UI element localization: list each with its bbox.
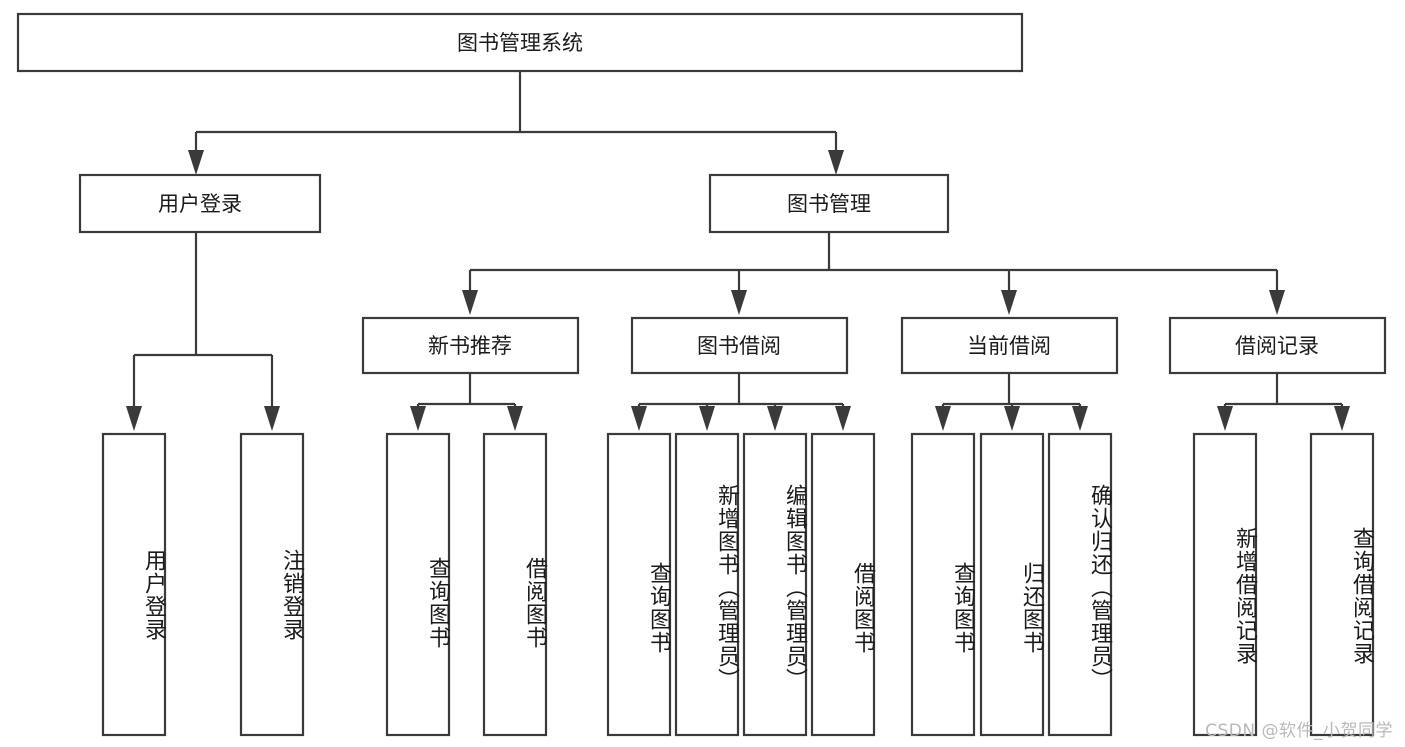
- connector-new-book-rec-bus: [416, 373, 517, 412]
- csdn-watermark: CSDN @软件_小贺同学: [1205, 721, 1393, 741]
- leaf-box-query-book-1[interactable]: [385, 432, 451, 737]
- leaf-box-add-borrow-record[interactable]: [1192, 432, 1258, 737]
- arrow-to-borrow-record: [1269, 290, 1285, 315]
- node-user-login-label: 用户登录: [158, 192, 242, 216]
- leaf-box-query-borrow-record[interactable]: [1309, 432, 1375, 737]
- arrow-to-leaf-confirm-return: [1072, 406, 1088, 431]
- arrow-to-leaf-edit-book: [767, 406, 783, 431]
- arrow-to-leaf-query-book-2: [631, 406, 647, 431]
- arrow-to-current-borrow: [1001, 290, 1017, 315]
- node-borrowing-records[interactable]: [1168, 316, 1387, 375]
- arrow-to-leaf-user-login: [126, 406, 142, 431]
- arrow-to-leaf-borrow-book-1: [507, 406, 523, 431]
- arrow-to-leaf-query-book-1: [410, 406, 426, 431]
- arrow-to-leaf-query-book-3: [935, 406, 951, 431]
- node-book-management-label: 图书管理: [787, 192, 871, 216]
- leaf-box-edit-book-admin[interactable]: [742, 432, 808, 737]
- arrow-to-book-manage: [828, 150, 844, 175]
- arrow-to-leaf-query-record: [1334, 406, 1350, 431]
- connector-borrow-record-bus: [1223, 373, 1344, 412]
- arrow-to-leaf-add-book: [699, 406, 715, 431]
- node-book-borrowing[interactable]: [630, 316, 849, 375]
- connector-book-borrow-bus: [637, 373, 845, 412]
- node-root-label: 图书管理系统: [457, 31, 583, 55]
- node-borrowing-records-label: 借阅记录: [1235, 334, 1319, 358]
- leaf-box-add-book-admin[interactable]: [674, 432, 740, 737]
- leaf-box-query-book-3[interactable]: [910, 432, 976, 737]
- arrow-to-leaf-return-book: [1004, 406, 1020, 431]
- arrow-to-user-login: [188, 150, 204, 175]
- leaf-box-logout[interactable]: [239, 432, 305, 737]
- leaf-box-user-login[interactable]: [101, 432, 167, 737]
- connector-user-login-bus: [132, 232, 274, 408]
- leaf-box-borrow-book-1[interactable]: [482, 432, 548, 737]
- arrow-to-new-book-rec: [462, 290, 478, 315]
- arrow-to-leaf-borrow-book-2: [835, 406, 851, 431]
- leaf-box-borrow-book-2[interactable]: [810, 432, 876, 737]
- connector-root-bus: [194, 71, 838, 155]
- leaf-box-confirm-return-admin[interactable]: [1047, 432, 1113, 737]
- leaf-box-return-book[interactable]: [979, 432, 1045, 737]
- arrow-to-book-borrow: [731, 290, 747, 315]
- node-current-borrowing[interactable]: [900, 316, 1119, 375]
- arrow-to-leaf-logout: [264, 406, 280, 431]
- node-new-book-recommendation-label: 新书推荐: [428, 334, 512, 358]
- node-user-login[interactable]: [78, 173, 322, 234]
- node-book-borrowing-label: 图书借阅: [697, 334, 781, 358]
- node-root-book-management-system[interactable]: [16, 12, 1024, 73]
- leaf-box-query-book-2[interactable]: [606, 432, 672, 737]
- node-book-management[interactable]: [708, 173, 950, 234]
- connector-book-manage-bus: [468, 232, 1279, 292]
- arrow-to-leaf-add-record: [1217, 406, 1233, 431]
- node-current-borrowing-label: 当前借阅: [967, 334, 1051, 358]
- node-new-book-recommendation[interactable]: [361, 316, 580, 375]
